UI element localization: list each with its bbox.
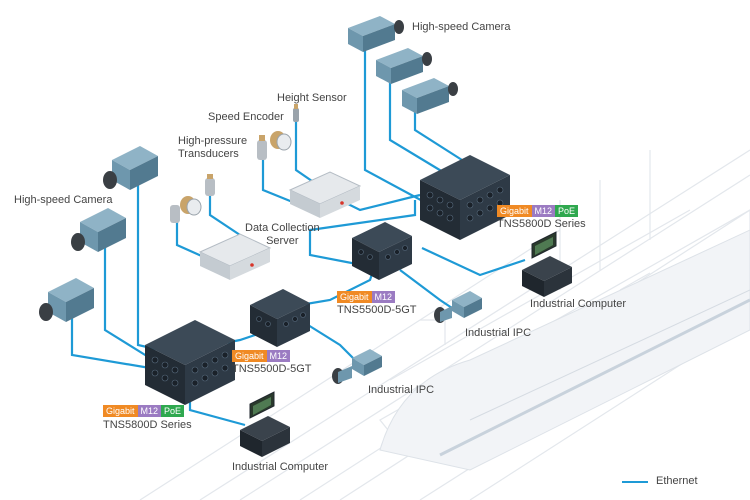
legend-ethernet-line — [622, 481, 648, 483]
switch-tns5500d-lower-icon — [250, 289, 310, 347]
legend-ethernet-label: Ethernet — [656, 475, 698, 487]
label-industrial-ipc-mid: Industrial IPC — [465, 327, 532, 339]
ethernet-links — [70, 45, 526, 427]
transducer-far-left-icon — [170, 205, 180, 223]
label-high-pressure-transducers: High-pressure Transducers — [178, 135, 248, 160]
industrial-ipc-low-icon — [332, 349, 382, 384]
camera-left-3 — [39, 278, 94, 322]
label-industrial-ipc-low: Industrial IPC — [368, 384, 435, 396]
camera-left-1 — [103, 146, 158, 190]
camera-top-1 — [348, 16, 404, 52]
tag-poe: PoE — [555, 205, 579, 217]
tag-gigabit: Gigabit — [103, 405, 138, 417]
tag-gigabit: Gigabit — [497, 205, 532, 217]
tags-tns5800d-top: Gigabit M12 PoE — [497, 205, 579, 217]
train-body — [379, 229, 750, 471]
tags-tns5800d-bottom: Gigabit M12 PoE — [103, 405, 185, 417]
switch-tns5800d-bottom-icon — [145, 320, 235, 405]
transducer-top-icon — [257, 135, 267, 160]
label-tns5500d-lower: TNS5500D-5GT — [232, 363, 312, 375]
tag-m12: M12 — [531, 205, 556, 217]
label-speed-encoder: Speed Encoder — [208, 111, 284, 123]
switch-tns5800d-top-icon — [420, 155, 510, 240]
label-high-speed-camera-top: High-speed Camera — [412, 21, 511, 33]
camera-top-2 — [376, 48, 432, 84]
switch-tns5500d-upper-icon — [352, 222, 412, 280]
label-data-collection-server: Data Collection Server — [245, 222, 320, 247]
industrial-ipc-mid-icon — [434, 291, 482, 323]
tags-tns5500d-upper: Gigabit M12 — [337, 291, 396, 303]
label-tns5800d-top: TNS5800D Series — [497, 218, 586, 230]
label-tns5800d-bottom: TNS5800D Series — [103, 419, 192, 431]
tags-tns5500d-lower: Gigabit M12 — [232, 350, 291, 362]
industrial-computer-bottom-icon — [240, 391, 290, 457]
transducer-left-icon — [205, 174, 215, 196]
label-tns5500d-upper: TNS5500D-5GT — [337, 304, 417, 316]
height-sensor-icon — [293, 104, 299, 122]
camera-top-3 — [402, 78, 458, 114]
encoder-left-icon — [180, 196, 202, 216]
tag-gigabit: Gigabit — [232, 350, 267, 362]
label-industrial-computer-right: Industrial Computer — [530, 298, 626, 310]
tag-m12: M12 — [266, 350, 291, 362]
industrial-computer-right-icon — [522, 231, 572, 297]
speed-encoder-icon — [270, 131, 292, 151]
tag-poe: PoE — [161, 405, 185, 417]
label-industrial-computer-bottom: Industrial Computer — [232, 461, 328, 473]
camera-left-2 — [71, 208, 126, 252]
label-high-speed-camera-left: High-speed Camera — [14, 194, 113, 206]
tag-m12: M12 — [137, 405, 162, 417]
tag-gigabit: Gigabit — [337, 291, 372, 303]
label-height-sensor: Height Sensor — [277, 92, 347, 104]
data-collection-server-top — [288, 171, 362, 218]
tag-m12: M12 — [371, 291, 396, 303]
data-collection-server-left — [198, 233, 272, 280]
